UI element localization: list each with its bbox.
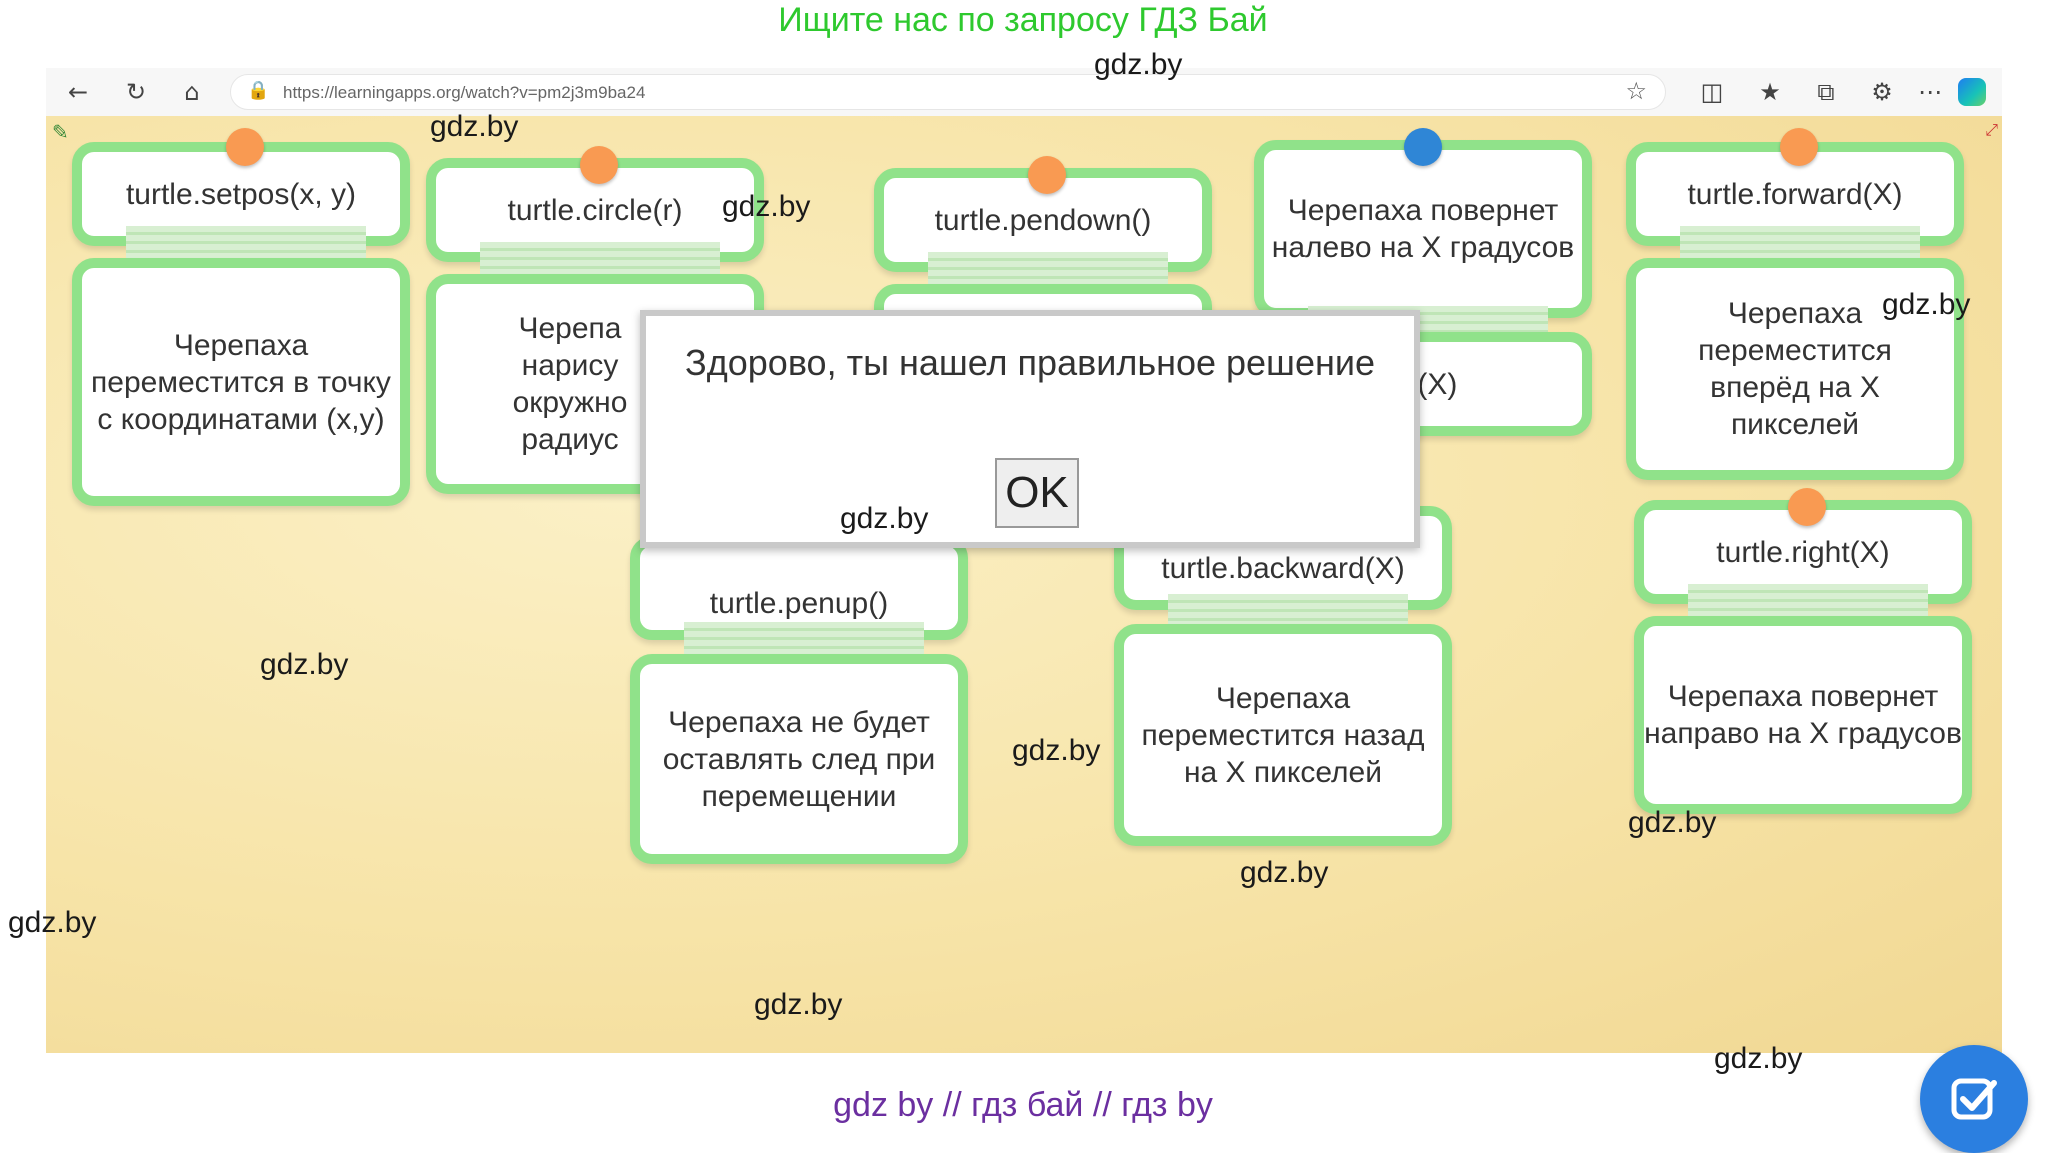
address-bar[interactable]: 🔒 https://learningapps.org/watch?v=pm2j3… xyxy=(230,74,1666,110)
browser-toolbar: ← ↻ ⌂ 🔒 https://learningapps.org/watch?v… xyxy=(46,68,2002,117)
ok-button[interactable]: OK xyxy=(995,458,1079,528)
browser-window: ← ↻ ⌂ 🔒 https://learningapps.org/watch?v… xyxy=(46,68,2028,1153)
card-text: Черепаха переместится назад на X пикселе… xyxy=(1141,681,1425,789)
card-setpos-description[interactable]: Черепаха переместится в точку с координа… xyxy=(72,258,410,506)
card-text: turtle.circle(r) xyxy=(507,193,683,227)
lock-icon[interactable]: 🔒 xyxy=(247,80,270,101)
card-right-description[interactable]: Черепаха повернет направо на X градусов xyxy=(1634,616,1972,814)
pin-orange xyxy=(580,146,618,184)
card-connector xyxy=(126,226,366,258)
pin-blue xyxy=(1404,128,1442,166)
pin-orange xyxy=(1028,156,1066,194)
card-text: turtle.forward(X) xyxy=(1687,177,1903,211)
refresh-icon[interactable]: ↻ xyxy=(125,78,147,106)
card-text: turtle.penup() xyxy=(709,586,889,620)
watermark: gdz.by xyxy=(840,502,929,535)
extensions-icon[interactable]: ⚙ xyxy=(1871,78,1893,106)
pin-orange xyxy=(1788,488,1826,526)
pin-orange xyxy=(226,128,264,166)
collections-icon[interactable]: ⧉ xyxy=(1817,78,1835,106)
watermark: gdz.by xyxy=(1628,806,1717,839)
card-text: turtle.right(X) xyxy=(1716,535,1890,569)
card-forward-description[interactable]: Черепаха переместится вперёд на X пиксел… xyxy=(1626,258,1964,480)
card-text: Черепаха переместится в точку с координа… xyxy=(91,328,391,436)
card-penup-description[interactable]: Черепаха не будет оставлять след при пер… xyxy=(630,654,968,864)
card-connector xyxy=(1680,226,1920,258)
watermark: gdz.by xyxy=(754,988,843,1021)
back-arrow-icon[interactable]: ← xyxy=(67,78,89,106)
fullscreen-icon[interactable]: ⤢ xyxy=(1985,120,1998,139)
star-icon[interactable]: ☆ xyxy=(1625,77,1647,105)
split-screen-icon[interactable]: ◫ xyxy=(1700,78,1724,106)
checkbox-check-icon xyxy=(1951,1078,1997,1120)
card-text: Черепаха не будет оставлять след при пер… xyxy=(662,705,936,813)
watermark: gdz.by xyxy=(722,190,811,223)
watermark: gdz.by xyxy=(1094,48,1183,81)
card-backward-description[interactable]: Черепаха переместится назад на X пикселе… xyxy=(1114,624,1452,846)
favorites-icon[interactable]: ★ xyxy=(1759,78,1781,106)
home-icon[interactable]: ⌂ xyxy=(184,78,200,106)
success-dialog: Здорово, ты нашел правильное решение OK xyxy=(640,310,1420,548)
card-connector xyxy=(684,622,924,654)
copilot-icon[interactable] xyxy=(1958,78,1986,106)
watermark: gdz.by xyxy=(1714,1042,1803,1075)
help-icon[interactable]: ✎ xyxy=(52,120,69,144)
watermark: gdz.by xyxy=(430,110,519,143)
dialog-message: Здорово, ты нашел правильное решение xyxy=(685,342,1375,383)
card-text: Черепаха повернет направо на X градусов xyxy=(1644,680,1962,750)
card-text: turtle.setpos(x, y) xyxy=(125,177,357,211)
more-icon[interactable]: ⋯ xyxy=(1918,78,1942,106)
card-connector xyxy=(480,242,720,274)
watermark: gdz.by xyxy=(8,906,97,939)
pin-orange xyxy=(1780,128,1818,166)
bottom-banner: gdz by // гдз бай // гдз by xyxy=(833,1086,1213,1124)
card-text: turtle.backward(X) xyxy=(1161,551,1405,585)
watermark: gdz.by xyxy=(260,648,349,681)
card-text: Черепаха переместится вперёд на X пиксел… xyxy=(1698,297,1892,441)
learningapps-board: ✎ ⤢ turtle.setpos(x, y) Черепаха перемес… xyxy=(46,116,2028,1153)
card-connector xyxy=(928,252,1168,284)
top-banner: Ищите нас по запросу ГДЗ Бай xyxy=(778,1,1268,39)
card-text: turtle.pendown() xyxy=(934,203,1152,237)
watermark: gdz.by xyxy=(1882,288,1971,321)
card-text: Черепаха повернет налево на X градусов xyxy=(1271,194,1575,264)
card-left-description[interactable]: Черепаха повернет налево на X градусов xyxy=(1254,140,1592,318)
url-text[interactable]: https://learningapps.org/watch?v=pm2j3m9… xyxy=(283,83,646,102)
watermark: gdz.by xyxy=(1240,856,1329,889)
card-text: Черепа нарису окружно радиус xyxy=(512,312,628,456)
watermark: gdz.by xyxy=(1012,734,1101,767)
card-connector xyxy=(1688,584,1928,616)
card-connector xyxy=(1168,594,1408,626)
